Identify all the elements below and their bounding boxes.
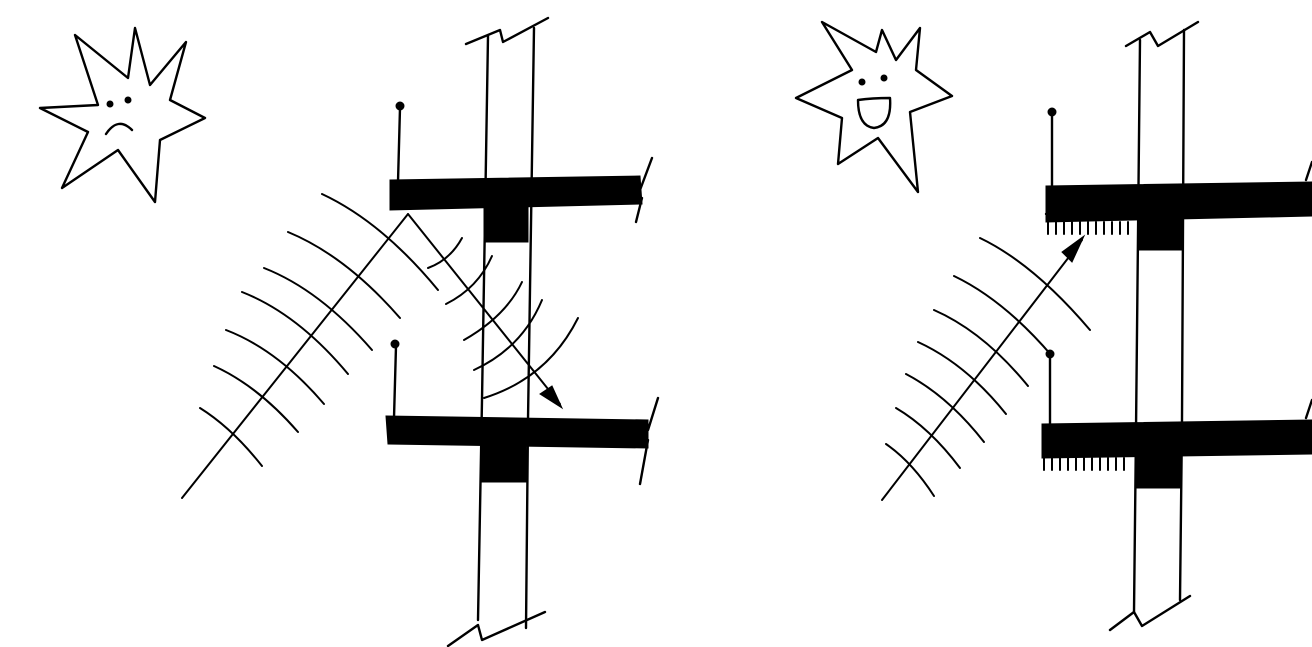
column-right [1110,22,1198,630]
sound-ray-incoming-left [182,214,408,498]
absorber-fringe-upper-right [1048,222,1128,234]
absorber-fringe-lower-right [1044,458,1124,470]
lower-balcony-right [1042,350,1312,488]
sound-ray-absorbed-right [882,236,1084,500]
panel-left [40,18,658,646]
upper-balcony-left [390,102,652,242]
happy-star-face-icon [796,22,952,192]
lower-balcony-left [386,340,658,484]
upper-balcony-right [1046,108,1312,250]
reflected-wavefronts-left [428,238,578,398]
sad-star-face-icon [40,28,205,202]
column-left [448,18,548,646]
panel-right [796,22,1312,630]
